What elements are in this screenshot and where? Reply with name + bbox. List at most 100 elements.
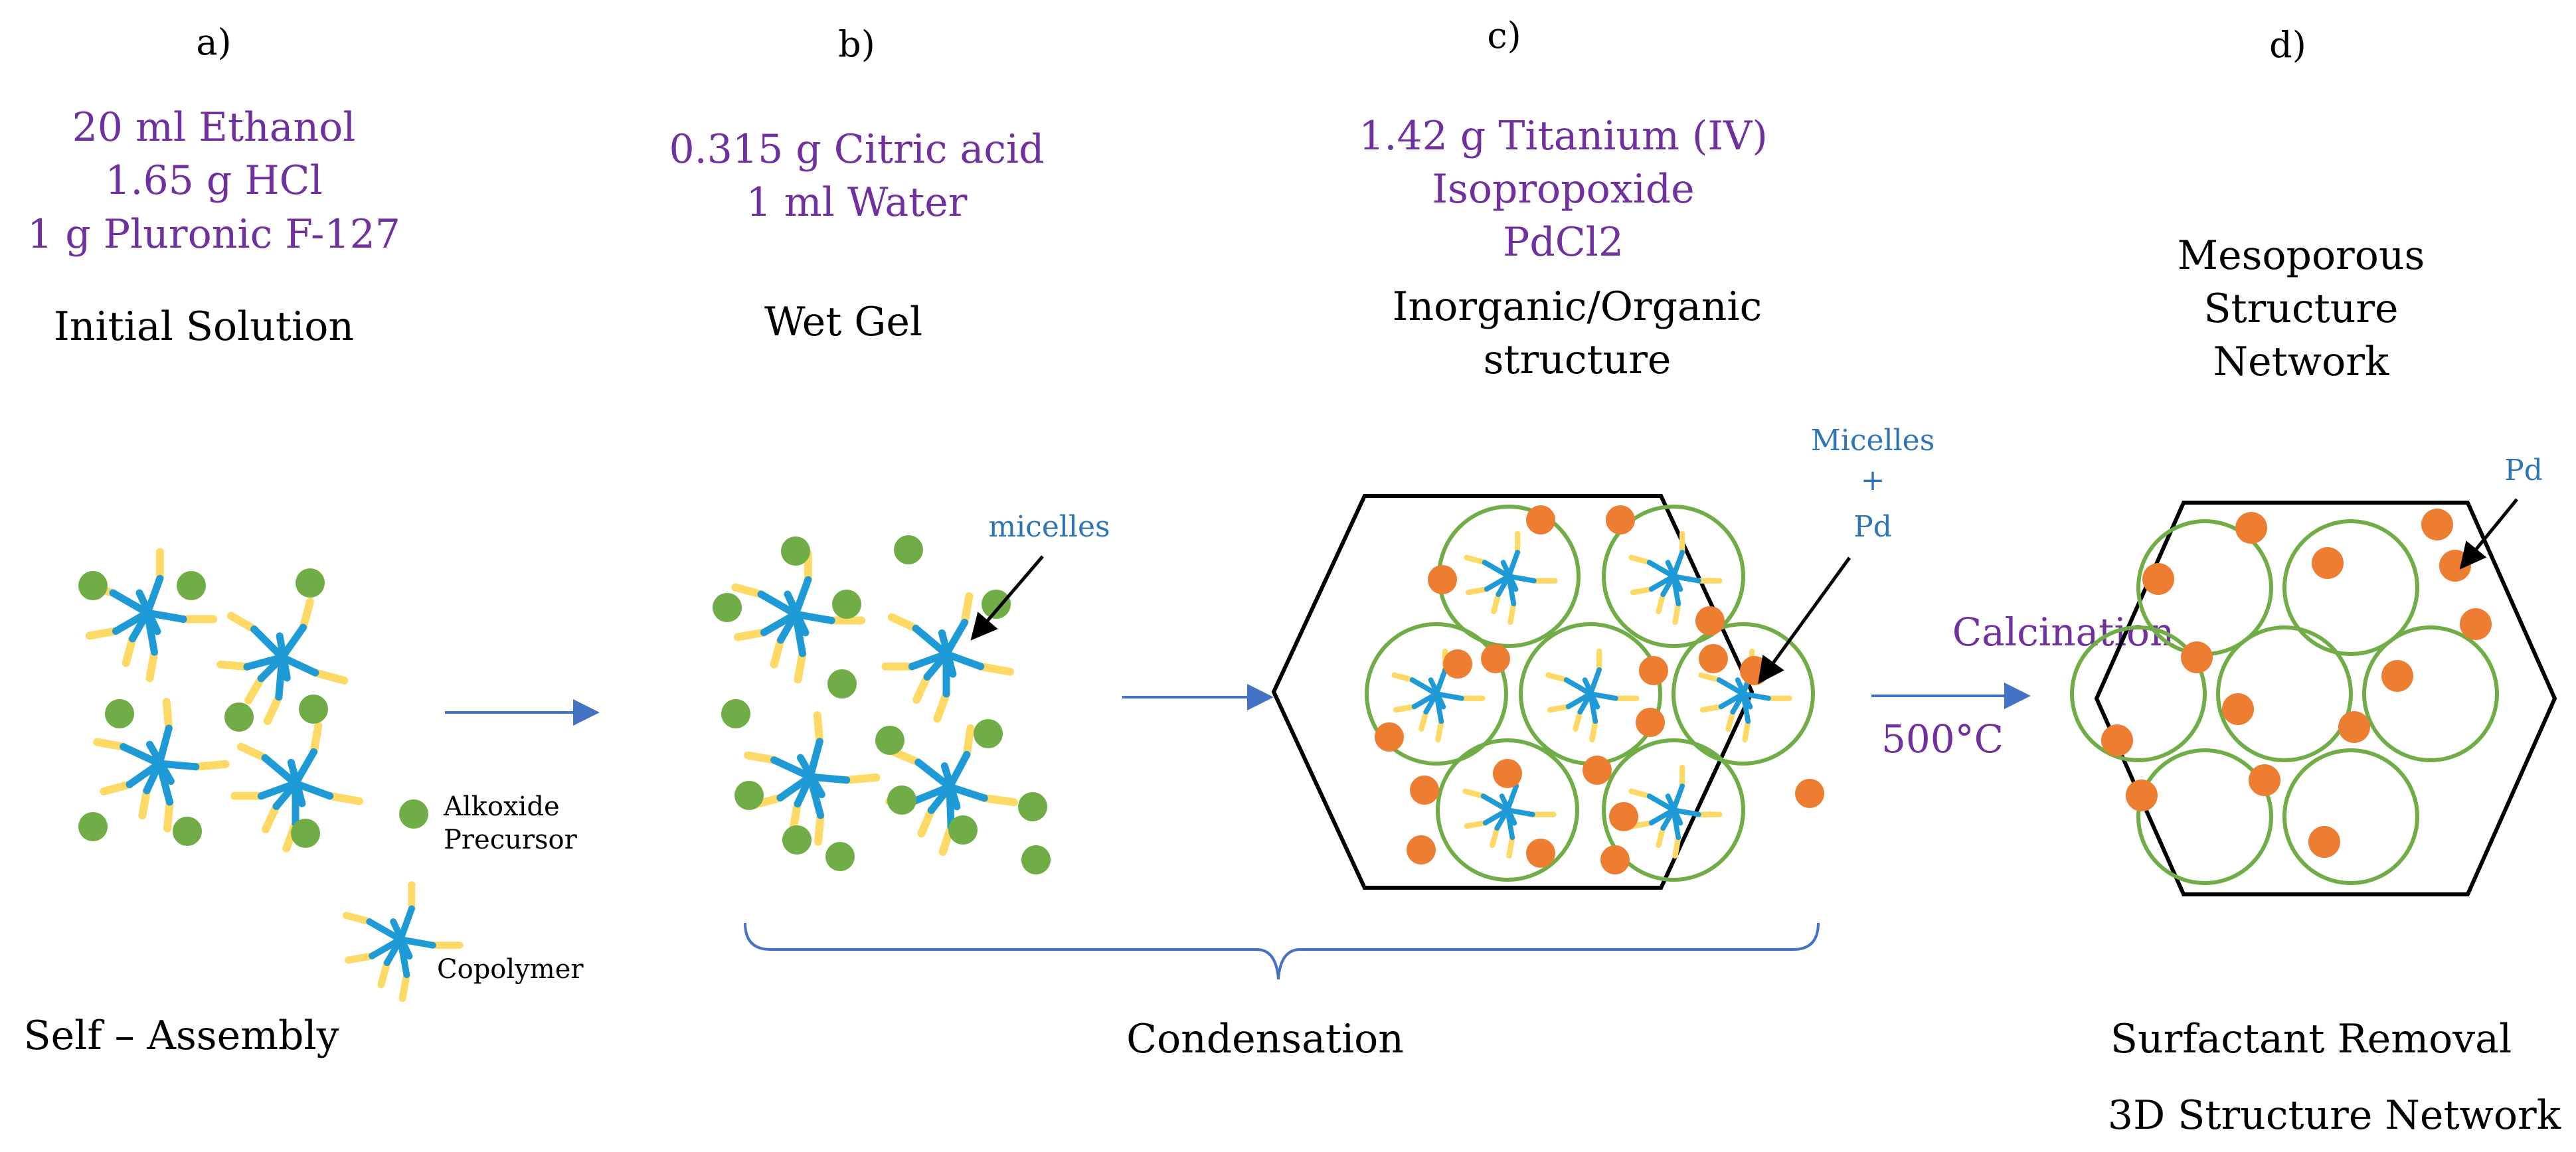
step-c-reagents: 1.42 g Titanium (IV) Isopropoxide PdCl2 bbox=[1359, 113, 1768, 266]
alkoxide-precursor-icon bbox=[1021, 845, 1051, 874]
pd-particle-icon bbox=[2126, 780, 2158, 811]
micelle-ring bbox=[2136, 748, 2273, 885]
alkoxide-precursor-icon bbox=[825, 842, 855, 871]
pd-particle-icon bbox=[2101, 724, 2133, 756]
pd-particle-icon bbox=[1583, 756, 1612, 785]
copolymer-icon bbox=[93, 698, 230, 833]
stage-mesoporous-line1: Mesoporous bbox=[2178, 232, 2425, 279]
step-c-letter: c) bbox=[1487, 15, 1521, 56]
step-b-letter: b) bbox=[838, 23, 875, 65]
pd-pointer-arrow bbox=[2459, 498, 2518, 570]
reagent-hcl: 1.65 g HCl bbox=[105, 157, 323, 204]
pd-particle-icon bbox=[1600, 845, 1630, 874]
pd-particle-icon bbox=[1699, 644, 1728, 673]
micelles-label: micelles bbox=[988, 510, 1110, 544]
pd-particle-icon bbox=[1609, 802, 1638, 831]
alkoxide-precursor-icon bbox=[1018, 792, 1047, 821]
pd-particle-icon bbox=[2312, 547, 2344, 579]
alkoxide-precursor-icon bbox=[713, 593, 742, 622]
micelle-ring bbox=[1436, 738, 1579, 882]
copolymer-icon bbox=[1698, 648, 1792, 743]
copolymer-icon bbox=[1628, 764, 1723, 859]
reagent-isopropoxide: Isopropoxide bbox=[1432, 166, 1694, 212]
structure-3d-label: 3D Structure Network bbox=[2108, 1092, 2561, 1139]
alkoxide-precursor-icon bbox=[827, 669, 857, 699]
reagent-titanium: 1.42 g Titanium (IV) bbox=[1359, 113, 1768, 159]
micelle-ring bbox=[1672, 622, 1815, 766]
alkoxide-precursor-icon bbox=[78, 571, 108, 600]
micelles-pointer-arrow bbox=[970, 555, 1044, 641]
hexagon-outline bbox=[2094, 501, 2557, 896]
calcination-temperature: 500°C bbox=[1881, 716, 2004, 762]
stage-inorganic-organic-line1: Inorganic/Organic bbox=[1393, 284, 1762, 330]
alkoxide-precursor-icon bbox=[224, 702, 254, 732]
stage-initial-solution: Initial Solution bbox=[54, 303, 354, 350]
calcination-label: Calcination bbox=[1952, 610, 2175, 655]
alkoxide-precursor-icon bbox=[291, 819, 320, 848]
reagent-ethanol: 20 ml Ethanol bbox=[72, 104, 356, 151]
alkoxide-precursor-icon bbox=[781, 536, 810, 566]
alkoxide-precursor-icon bbox=[875, 726, 904, 755]
self-assembly-label: Self – Assembly bbox=[24, 1013, 339, 1059]
pd-particle-icon bbox=[2421, 509, 2453, 540]
micelle-ring bbox=[1602, 505, 1745, 648]
micelle-ring bbox=[2362, 625, 2499, 762]
alkoxide-precursor-icon bbox=[177, 571, 206, 600]
copolymer-icon bbox=[731, 549, 866, 684]
pd-particle-icon bbox=[1526, 505, 1555, 535]
stage-wet-gel: Wet Gel bbox=[764, 299, 922, 345]
copolymer-icon bbox=[1545, 648, 1640, 743]
copolymer-icon bbox=[1462, 764, 1557, 859]
stage-inorganic-organic: Inorganic/Organic structure bbox=[1393, 284, 1762, 383]
step-a-reagents: 20 ml Ethanol 1.65 g HCl 1 g Pluronic F-… bbox=[27, 104, 400, 258]
pd-particle-icon bbox=[2308, 826, 2340, 858]
pd-particle-icon bbox=[1636, 708, 1665, 737]
alkoxide-precursor-icon bbox=[948, 815, 978, 845]
pd-particle-icon bbox=[2249, 764, 2280, 796]
stage-mesoporous-line3: Network bbox=[2213, 339, 2389, 385]
alkoxide-precursor-icon bbox=[734, 781, 764, 810]
surfactant-removal-label: Surfactant Removal bbox=[2110, 1016, 2512, 1062]
legend-copolymer: Copolymer bbox=[437, 954, 584, 985]
copolymer-icon bbox=[83, 548, 218, 683]
condensation-brace bbox=[744, 922, 1820, 980]
pd-particle-icon bbox=[1407, 835, 1436, 864]
alkoxide-precursor-icon bbox=[982, 590, 1011, 619]
micelles-pd-label-line3: Pd bbox=[1853, 510, 1892, 544]
copolymer-icon bbox=[1391, 648, 1486, 743]
legend-alkoxide-line2: Precursor bbox=[444, 825, 578, 855]
micelles-pd-label: Micelles + Pd bbox=[1811, 424, 1935, 544]
copolymer-icon bbox=[744, 711, 881, 846]
reagent-pdcl2: PdCl2 bbox=[1503, 219, 1624, 266]
pd-particle-icon bbox=[1443, 649, 1472, 679]
micelle-ring bbox=[1365, 622, 1508, 766]
pd-particle-icon bbox=[2222, 693, 2254, 725]
pd-particle-icon bbox=[1639, 656, 1668, 685]
stage-mesoporous: Mesoporous Structure Network bbox=[2178, 232, 2425, 385]
stage-mesoporous-line2: Structure bbox=[2203, 286, 2398, 332]
micelles-pd-pointer-arrow bbox=[1758, 556, 1851, 685]
condensation-label: Condensation bbox=[1126, 1016, 1404, 1062]
alkoxide-precursor-icon bbox=[721, 699, 750, 728]
micelle-ring bbox=[2282, 519, 2419, 656]
pd-particle-icon bbox=[1410, 776, 1439, 805]
alkoxide-precursor-icon bbox=[173, 817, 202, 846]
pd-particle-icon bbox=[1740, 656, 1769, 685]
pd-particle-icon bbox=[1695, 606, 1725, 635]
step-b-reagents: 0.315 g Citric acid 1 ml Water bbox=[669, 126, 1044, 226]
copolymer-icon bbox=[216, 598, 349, 726]
alkoxide-precursor-icon bbox=[105, 699, 134, 728]
alkoxide-precursor-icon bbox=[399, 799, 428, 829]
micelle-ring bbox=[2282, 748, 2419, 885]
pd-particle-icon bbox=[1526, 839, 1555, 868]
pd-label: Pd bbox=[2504, 453, 2543, 487]
pd-particle-icon bbox=[1493, 759, 1522, 788]
copolymer-icon bbox=[343, 881, 464, 1003]
inorganic-organic-hexagon bbox=[1271, 494, 1824, 890]
alkoxide-precursor-icon bbox=[894, 535, 923, 564]
alkoxide-precursor-icon bbox=[887, 785, 916, 815]
stage-inorganic-organic-line2: structure bbox=[1484, 337, 1672, 383]
step-d-letter: d) bbox=[2269, 24, 2306, 66]
reagent-pluronic: 1 g Pluronic F-127 bbox=[27, 211, 400, 258]
